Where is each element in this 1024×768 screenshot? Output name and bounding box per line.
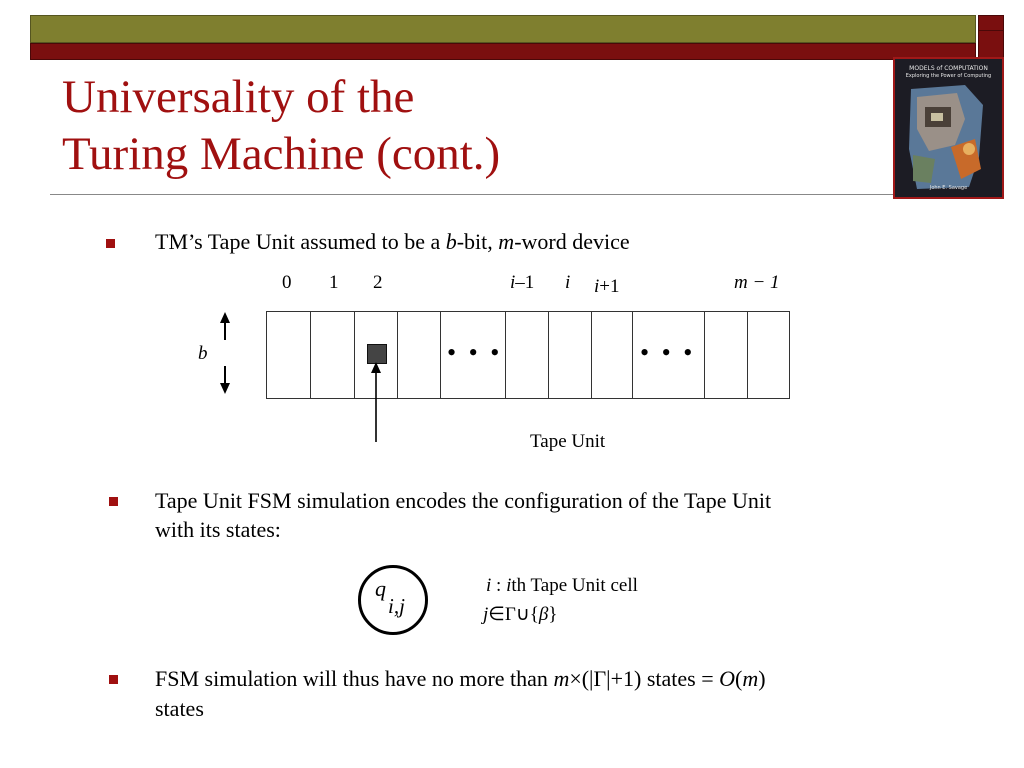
slide-title-line1: Universality of the [62,71,415,123]
tape-cell-divider [704,311,705,399]
cell-index-m-minus-1: m − 1 [734,272,780,293]
state-subscript: i,j [388,594,405,618]
tape-cell-divider [632,311,633,399]
tape-unit-caption: Tape Unit [530,431,606,452]
legend-i: i : ith Tape Unit cell [486,575,638,596]
bullet-1-text: TM’s Tape Unit assumed to be a b-bit, m-… [155,229,630,254]
tape-strip [266,311,790,399]
top-bar-red [30,43,976,60]
bullet-3-line1: FSM simulation will thus have no more th… [155,666,766,691]
corner-decoration [978,15,1004,60]
book-title: MODELS of COMPUTATION [909,65,988,72]
book-cover-image: MODELS of COMPUTATION Exploring the Powe… [893,57,1004,199]
ellipsis-right: • • • [640,338,696,367]
tape-cell-divider [591,311,592,399]
cell-index-i-minus-1: i–1 [510,272,535,293]
tape-cell-divider [354,311,355,399]
state-q-label: q [375,576,386,601]
tape-cell-divider [747,311,748,399]
book-subtitle: Exploring the Power of Computing [905,73,992,79]
slide-title-line2: Turing Machine (cont.) [62,128,501,180]
tape-cell-divider [397,311,398,399]
cell-index-0: 0 [282,272,292,293]
cell-index-2: 2 [373,272,383,293]
bit-width-arrow [220,312,230,394]
legend-j: j∈Γ∪{β} [483,604,558,625]
bullet-marker [106,239,115,248]
tape-cell-divider [548,311,549,399]
book-author: John E. Savage [929,185,968,191]
bullet-marker [109,497,118,506]
bullet-2-line2: with its states: [155,517,281,542]
state-circle [358,565,428,635]
top-bar-olive [30,15,976,43]
bullet-3-line2: states [155,696,204,721]
b-label: b [198,343,208,364]
tape-cell-divider [310,311,311,399]
tape-head-marker [367,344,387,364]
tape-cell-divider [440,311,441,399]
cell-index-i-plus-1: i+1 [594,276,620,297]
book-illustration [909,85,983,189]
bullet-marker [109,675,118,684]
ellipsis-left: • • • [447,338,503,367]
title-divider [50,194,894,195]
head-pointer-arrow [371,362,381,442]
cell-index-i: i [565,272,571,293]
bullet-2-line1: Tape Unit FSM simulation encodes the con… [155,488,772,513]
cell-index-1: 1 [329,272,339,293]
tape-cell-divider [505,311,506,399]
